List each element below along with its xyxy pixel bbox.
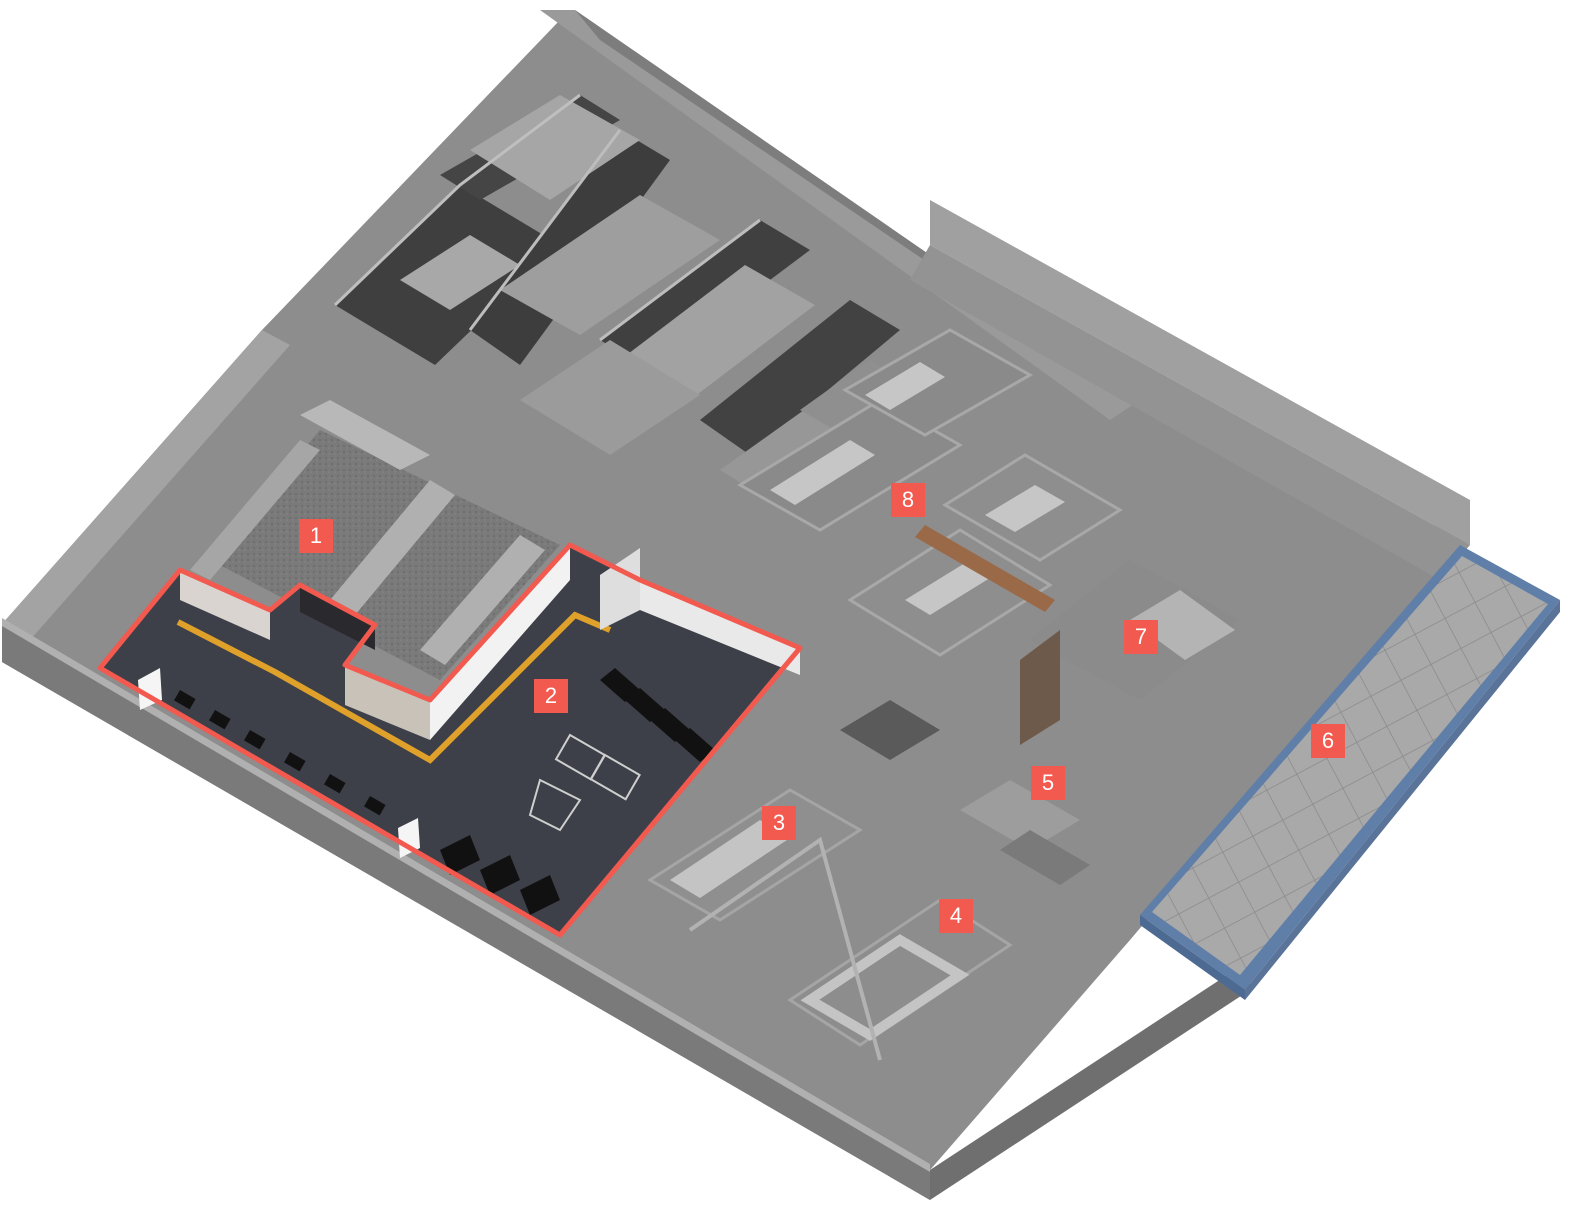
locker-rooms [190, 400, 560, 680]
zone-marker-7[interactable]: 7 [1124, 620, 1158, 654]
zone-marker-1[interactable]: 1 [299, 519, 333, 553]
gym-area [97, 542, 803, 938]
zone-marker-2[interactable]: 2 [534, 679, 568, 713]
terrace [1140, 545, 1560, 1000]
zone-marker-6[interactable]: 6 [1311, 724, 1345, 758]
zone-marker-8[interactable]: 8 [891, 483, 925, 517]
conference-rooms-8 [737, 328, 1123, 657]
zone-marker-3[interactable]: 3 [762, 806, 796, 840]
conference-rooms-lower [647, 788, 1013, 1061]
zone-marker-5[interactable]: 5 [1031, 766, 1065, 800]
zone-marker-4[interactable]: 4 [939, 899, 973, 933]
